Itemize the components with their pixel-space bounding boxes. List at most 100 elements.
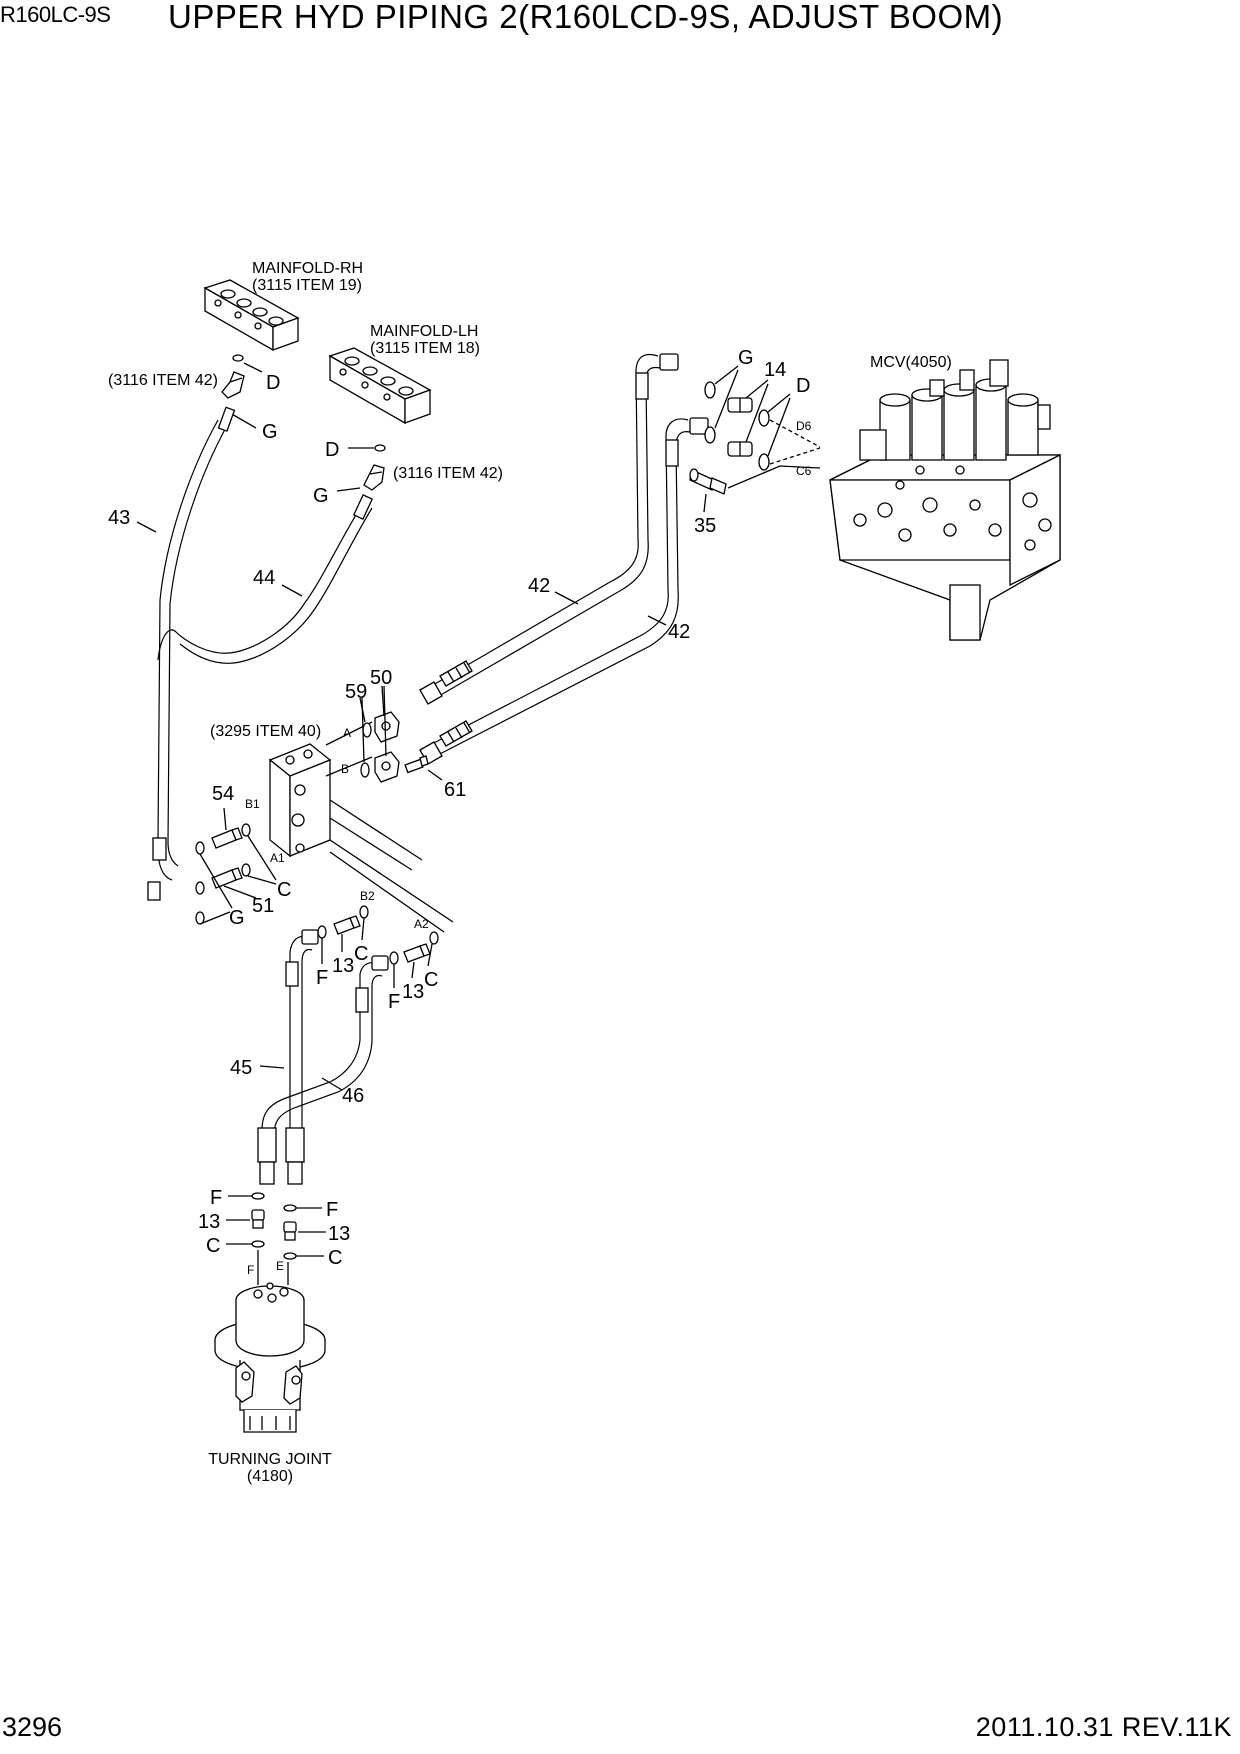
callout-d-lh: D [325,439,339,461]
callout-14: 14 [764,359,786,381]
port-b2: B2 [360,889,375,903]
o-ring-d-mcv-1 [758,409,770,427]
callout-13-b2: 13 [332,955,354,977]
valve-block [268,743,332,858]
fitting-ref-rh: (3116 ITEM 42) [108,372,218,389]
hose-44 [157,494,374,664]
callout-13-left: 13 [198,1211,220,1233]
bolt-61 [404,755,429,774]
date-revision: 2011.10.31 REV.11K [975,1712,1232,1742]
valve-35 [689,468,727,495]
callout-42-upper: 42 [528,575,550,597]
o-ring-d-mcv-2 [758,453,770,471]
o-ring-d-lh [374,444,386,452]
o-ring-59-a [362,722,372,738]
callout-d-rh: D [266,372,280,394]
port-b1: B1 [245,797,260,811]
callout-43: 43 [108,507,130,529]
page-number: 3296 [2,1712,63,1742]
o-ring-c-a2 [429,931,439,945]
o-ring-c-right [283,1252,297,1260]
port-c6: C6 [796,464,812,478]
o-ring-59-b [360,762,370,778]
adapter-54 [211,827,243,849]
manifold-rh-name: MAINFOLD-RH [252,260,363,277]
port-a: A [343,726,351,740]
port-e: E [276,1259,284,1273]
callout-51: 51 [252,895,274,917]
callout-54: 54 [212,783,234,805]
port-f: F [247,1263,254,1277]
elbow-fitting-lh [363,464,385,491]
callout-50: 50 [370,667,392,689]
turning-joint-name: TURNING JOINT [208,1451,332,1468]
callout-46: 46 [342,1085,364,1107]
adapter-13-a2 [403,943,431,963]
adapter-14-b [727,441,753,457]
port-a1: A1 [270,851,285,865]
callout-59: 59 [345,681,367,703]
manifold-rh [203,279,300,352]
callout-13-a2: 13 [402,981,424,1003]
callout-45: 45 [230,1057,252,1079]
callout-c-right: C [328,1247,342,1269]
page-title: UPPER HYD PIPING 2(R160LCD-9S, ADJUST BO… [168,0,1004,35]
port-b: B [341,762,349,776]
o-ring-f-b2 [317,925,327,939]
fitting-ref-lh: (3116 ITEM 42) [393,465,503,482]
turning-joint-ref: (4180) [247,1468,293,1485]
adapter-13-left [251,1209,265,1229]
manifold-lh-ref: (3115 ITEM 18) [370,340,480,357]
o-ring-c-b1 [241,823,251,837]
callout-42-lower: 42 [668,621,690,643]
callout-c-a2: C [424,969,438,991]
callout-f-right: F [326,1199,338,1221]
elbow-fitting-rh [221,371,245,399]
o-ring-f-right [283,1204,297,1212]
hose-43 [147,406,236,901]
o-ring-f-a2 [389,951,399,965]
o-ring-c-a1 [241,863,251,877]
flange-50-b [374,751,400,783]
flange-50-a [374,711,400,743]
mcv-label: MCV(4050) [870,354,952,371]
callout-13-right: 13 [328,1223,350,1245]
callout-g-rh: G [262,421,278,443]
adapter-14-a [727,397,753,413]
manifold-lh [328,347,432,425]
model-code: R160LC-9S [0,2,111,27]
port-d6: D6 [796,419,812,433]
manifold-rh-ref: (3115 ITEM 19) [252,277,362,294]
callout-d-mcv: D [796,375,810,397]
o-ring-d-rh [232,354,244,362]
o-ring-g-b1 [195,841,205,855]
callout-35: 35 [694,515,716,537]
hose-46 [257,955,389,1185]
callout-44: 44 [253,567,275,589]
callout-c-left: C [206,1235,220,1257]
callout-c-block: C [277,879,291,901]
adapter-13-b2 [333,915,361,935]
callout-f-left: F [210,1187,222,1209]
o-ring-f-left [251,1192,265,1200]
o-ring-g-mcv-2 [704,426,716,444]
o-ring-c-left [251,1240,265,1248]
o-ring-c-b2 [359,905,369,919]
callout-g-lh: G [313,485,329,507]
hose-end-nut-upper [659,353,679,371]
manifold-lh-name: MAINFOLD-LH [370,323,478,340]
o-ring-g-mcv-1 [704,381,716,399]
callout-g-block: G [229,907,245,929]
valve-block-ref: (3295 ITEM 40) [210,723,321,740]
hose-45 [285,929,319,1185]
callout-c-b2: C [354,943,368,965]
adapter-13-right [283,1221,297,1241]
hose-42-upper [419,353,661,705]
adapter-51 [211,867,243,889]
port-a2: A2 [414,917,429,931]
callout-f-a2: F [388,991,400,1013]
hose-end-nut-lower [689,417,709,435]
callout-f-b2: F [316,967,328,989]
callout-61: 61 [444,779,466,801]
